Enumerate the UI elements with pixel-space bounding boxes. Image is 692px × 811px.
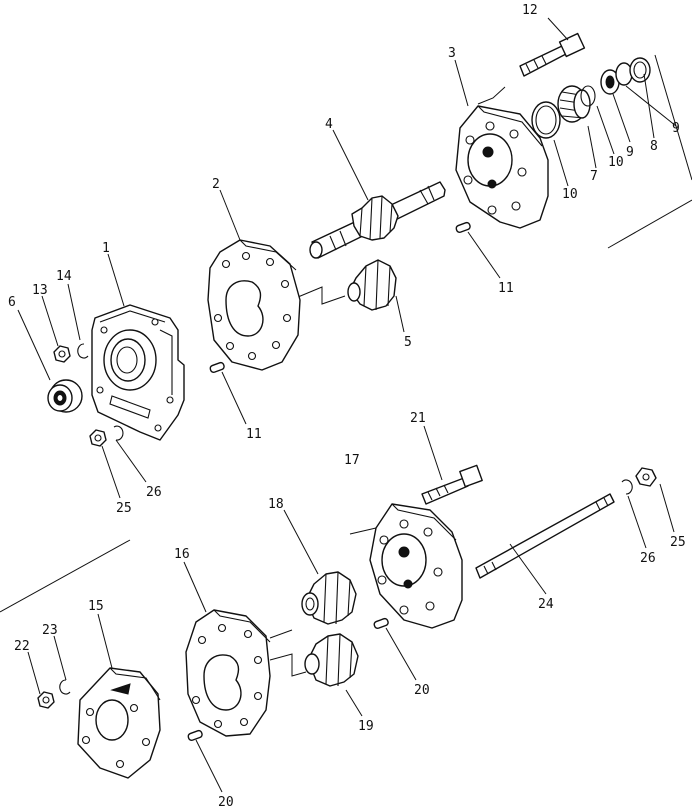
part-22-nut: [37, 691, 55, 709]
part-10-o-ring-b: [580, 85, 596, 107]
assembly-line-gear18: [269, 629, 293, 639]
part-5-driven-gear: [347, 259, 397, 311]
part-13-nut-upper: [53, 345, 71, 363]
label-part-10-a: 10: [562, 187, 578, 202]
label-part-25-b: 25: [670, 535, 686, 550]
part-20-dowel-pin-b: [373, 617, 389, 630]
assembly-line-gear19: [269, 653, 307, 677]
part-20-dowel-pin-a: [187, 729, 203, 742]
label-part-26-a: 26: [146, 485, 162, 500]
label-part-5: 5: [404, 335, 412, 350]
part-26-washer-left: [113, 425, 124, 441]
part-10-o-ring-a: [531, 101, 561, 139]
label-part-4: 4: [325, 117, 333, 132]
label-part-9-b: 9: [672, 121, 680, 136]
label-part-8: 8: [650, 139, 658, 154]
label-part-7: 7: [590, 169, 598, 184]
label-part-6: 6: [8, 295, 16, 310]
label-part-11-a: 11: [246, 427, 262, 442]
label-part-18: 18: [268, 497, 284, 512]
label-part-19: 19: [358, 719, 374, 734]
part-11-dowel-pin-b: [455, 221, 471, 234]
label-part-9-a: 9: [626, 145, 634, 160]
label-part-13: 13: [32, 283, 48, 298]
part-2-gear-housing: [207, 239, 301, 371]
part-23-washer: [59, 679, 71, 695]
part-18-lower-drive-gear: [301, 571, 357, 625]
leader-lines: [17, 17, 677, 793]
part-16-lower-gear-housing: [185, 609, 271, 737]
label-part-24: 24: [538, 597, 554, 612]
label-part-23: 23: [42, 623, 58, 638]
label-part-16: 16: [174, 547, 190, 562]
label-part-25-a: 25: [116, 501, 132, 516]
part-19-lower-driven-gear: [304, 633, 359, 687]
label-part-3: 3: [448, 46, 456, 61]
label-part-20-a: 20: [218, 795, 234, 810]
label-part-14: 14: [56, 269, 72, 284]
part-9-shim-b: [615, 62, 633, 86]
label-part-21: 21: [410, 411, 426, 426]
label-part-2: 2: [212, 177, 220, 192]
part-24-stud: [475, 493, 615, 579]
label-part-26-b: 26: [640, 551, 656, 566]
part-26-washer-right: [621, 479, 633, 495]
assembly-line-gear5: [297, 286, 346, 305]
assembly-line-upper-right: [607, 199, 692, 249]
part-21-bolt-lower: [421, 464, 483, 505]
label-part-1: 1: [102, 241, 110, 256]
label-part-10-b: 10: [608, 155, 624, 170]
part-6-oil-seal: [47, 379, 83, 413]
label-part-15: 15: [88, 599, 104, 614]
part-25-nut-left: [89, 429, 107, 447]
part-4-drive-gear-shaft: [309, 181, 446, 259]
assembly-line-valve: [654, 54, 692, 181]
label-part-20-b: 20: [414, 683, 430, 698]
part-8-plug: [629, 57, 651, 83]
part-11-dowel-pin-a: [209, 361, 225, 374]
part-17-lower-rear-cover: [369, 503, 463, 629]
part-1-front-cover: [91, 304, 185, 441]
assembly-line-bolt12: [477, 86, 506, 105]
label-part-12: 12: [522, 3, 538, 18]
part-12-bolt-upper: [519, 32, 586, 77]
label-part-22: 22: [14, 639, 30, 654]
part-number-labels: 1 2 3 4 5 6 7 8 9 9 10 10 11 11 12 13 14…: [8, 3, 686, 810]
part-25-nut-right: [635, 467, 657, 487]
part-7-relief-valve: [557, 85, 591, 123]
assembly-line-lower-left: [0, 539, 131, 613]
part-3-rear-cover: [455, 105, 549, 229]
part-14-lock-washer: [77, 343, 89, 359]
label-part-11-b: 11: [498, 281, 514, 296]
label-part-17: 17: [344, 453, 360, 468]
part-15-lower-cover: [77, 667, 161, 779]
